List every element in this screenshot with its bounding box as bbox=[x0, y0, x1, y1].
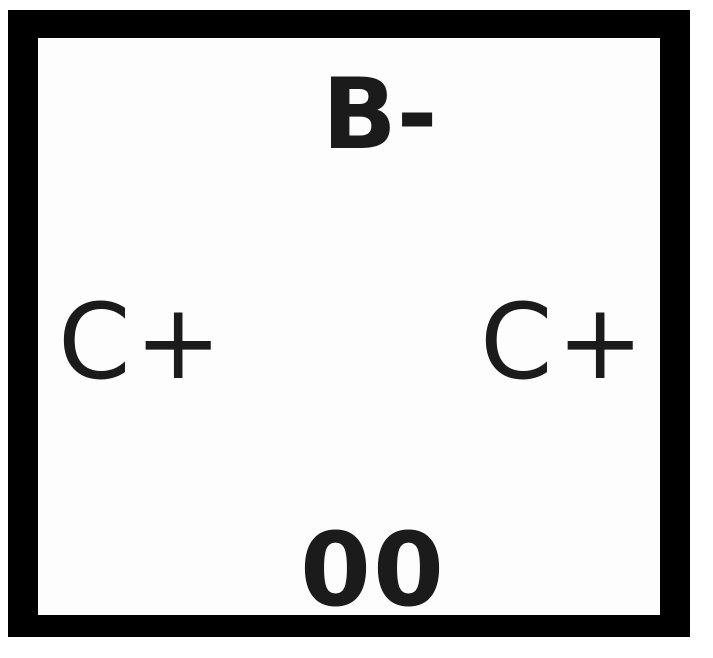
right-label: C+ bbox=[480, 281, 648, 403]
left-label: C+ bbox=[58, 281, 226, 403]
top-label: B- bbox=[322, 58, 438, 172]
bottom-label: 00 bbox=[300, 511, 446, 630]
square-box bbox=[8, 10, 690, 637]
